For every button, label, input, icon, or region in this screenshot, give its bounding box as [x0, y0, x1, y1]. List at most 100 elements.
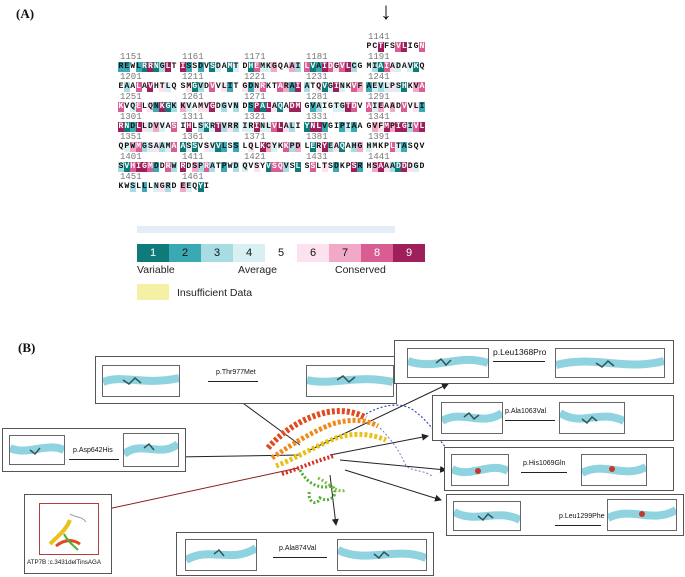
sequence-block: LVAIDGVLCG — [304, 62, 363, 72]
sequence-block: ISSDVSDAMT — [180, 62, 239, 72]
sequence-position-number: 1301 — [120, 112, 142, 122]
sequence-block: KWSLLLNGRD — [118, 182, 177, 192]
mutation-label-indel: ATP7B :c.3431delTinsAGA — [27, 559, 101, 566]
mutation-box-thr977met: p.Thr977Met — [95, 356, 397, 404]
sequence-position-number: 1411 — [182, 152, 204, 162]
scale-grade-2: 2 — [169, 244, 201, 262]
panel-b-label: (B) — [18, 340, 36, 355]
sequence-block: KVQELQNKGK — [118, 102, 177, 112]
mutation-arrow — [505, 420, 555, 421]
structure-mutant-thumb — [581, 454, 647, 486]
mutation-box-his1069gln: p.His1069Gln — [444, 447, 674, 491]
mutation-box-leu1368pro: p.Leu1368Pro — [394, 340, 674, 384]
sequence-position-number: 1231 — [306, 72, 328, 82]
sequence-position-number: 1381 — [306, 132, 328, 142]
sequence-block: DHEMKGQAAI — [242, 62, 301, 72]
sequence-block: PCTFSVLIGN — [366, 42, 425, 52]
sequence-position-number: 1441 — [368, 152, 390, 162]
sequence-block: GDNRKTARAI — [242, 82, 301, 92]
insufficient-label: Insufficient Data — [177, 287, 253, 299]
sequence-position-number: 1451 — [120, 172, 142, 182]
scale-grade-3: 3 — [201, 244, 233, 262]
sequence-position-number: 1251 — [120, 92, 142, 102]
sequence-position-number: 1151 — [120, 52, 142, 62]
sequence-block: GVAIGTGTDV — [304, 102, 363, 112]
mutation-arrow — [208, 381, 258, 382]
sequence-position-number: 1221 — [244, 72, 266, 82]
down-arrow-icon: ↓ — [380, 0, 392, 25]
mutation-label-asp642his: p.Asp642His — [73, 447, 113, 454]
scale-grade-1: 1 — [137, 244, 169, 262]
structure-wildtype-thumb — [102, 365, 180, 397]
structure-wildtype-thumb — [441, 402, 503, 434]
sequence-position-number: 1321 — [244, 112, 266, 122]
mutation-arrow — [493, 361, 545, 362]
sequence-position-number: 1161 — [182, 52, 204, 62]
sequence-block: RNDLLDVVAS — [118, 122, 177, 132]
sequence-block: SVHIGMDDRW — [118, 162, 177, 172]
mutation-label-his1069gln: p.His1069Gln — [523, 460, 566, 467]
structure-mutant-thumb — [559, 402, 625, 434]
sequence-position-number: 1181 — [306, 52, 328, 62]
sequence-block: EEQYI — [180, 182, 210, 192]
structure-wildtype-thumb — [453, 501, 521, 531]
sequence-block: EAALAVHTLQ — [118, 82, 177, 92]
mutation-arrow — [273, 557, 327, 558]
sequence-block: DSPALAQADM — [242, 102, 301, 112]
sequence-block: IRINLVLALI — [242, 122, 301, 132]
sequence-block: KVAMVGDGVN — [180, 102, 239, 112]
scale-grade-9: 9 — [393, 244, 425, 262]
insufficient-swatch — [137, 284, 169, 300]
sequence-block: LQLKCYKKPD — [242, 142, 301, 152]
sequence-position-number: 1351 — [120, 132, 142, 142]
structure-wildtype-thumb — [407, 348, 489, 378]
sequence-block: SSLTSDKPSR — [304, 162, 363, 172]
mutation-label-ala874val: p.Ala874Val — [279, 545, 317, 552]
sequence-position-number: 1201 — [120, 72, 142, 82]
sequence-block: HMKPLTASQV — [366, 142, 425, 152]
structure-mutant-thumb — [123, 433, 179, 467]
scale-variable-label: Variable — [137, 264, 175, 276]
scale-grade-6: 6 — [297, 244, 329, 262]
sequence-position-number: 1361 — [182, 132, 204, 142]
scale-grade-7: 7 — [329, 244, 361, 262]
mutation-box-leu1299phe: p.Leu1299Phe — [446, 494, 684, 536]
structure-mutant-thumb — [337, 539, 427, 571]
sequence-position-number: 1311 — [182, 112, 204, 122]
structure-indel-thumb — [39, 503, 99, 555]
sequence-position-number: 1421 — [244, 152, 266, 162]
structure-wildtype-thumb — [185, 539, 257, 571]
sequence-position-number: 1171 — [244, 52, 266, 62]
structure-wildtype-thumb — [9, 435, 65, 465]
scale-grade-4: 4 — [233, 244, 265, 262]
mutation-label-leu1299phe: p.Leu1299Phe — [559, 513, 605, 520]
mutation-arrow — [555, 525, 601, 526]
structure-mutant-thumb — [306, 365, 394, 397]
sequence-block: ASSVSVVLSS — [180, 142, 239, 152]
sequence-position-number: 1371 — [244, 132, 266, 142]
sequence-block: IHLSKRTVRR — [180, 122, 239, 132]
sequence-position-number: 1141 — [368, 32, 390, 42]
sequence-position-number: 1191 — [368, 52, 390, 62]
scale-grade-5: 5 — [265, 244, 297, 262]
sequence-block: AIEAADVVLI — [366, 102, 425, 112]
scale-band — [137, 226, 395, 233]
sequence-block: HSAAADDDGD — [366, 162, 425, 172]
sequence-block: YNLVGIPIAA — [304, 122, 363, 132]
sequence-position-number: 1281 — [306, 92, 328, 102]
sequence-position-number: 1211 — [182, 72, 204, 82]
sequence-block: GVFMPIGIVL — [366, 122, 425, 132]
panel-a-label: (A) — [16, 6, 35, 21]
structure-wildtype-thumb — [451, 454, 509, 486]
sequence-position-number: 1261 — [182, 92, 204, 102]
sequence-position-number: 1401 — [120, 152, 142, 162]
scale-average-label: Average — [238, 264, 277, 276]
mutation-arrow — [69, 459, 119, 460]
mutation-box-asp642his: p.Asp642His — [2, 428, 186, 472]
